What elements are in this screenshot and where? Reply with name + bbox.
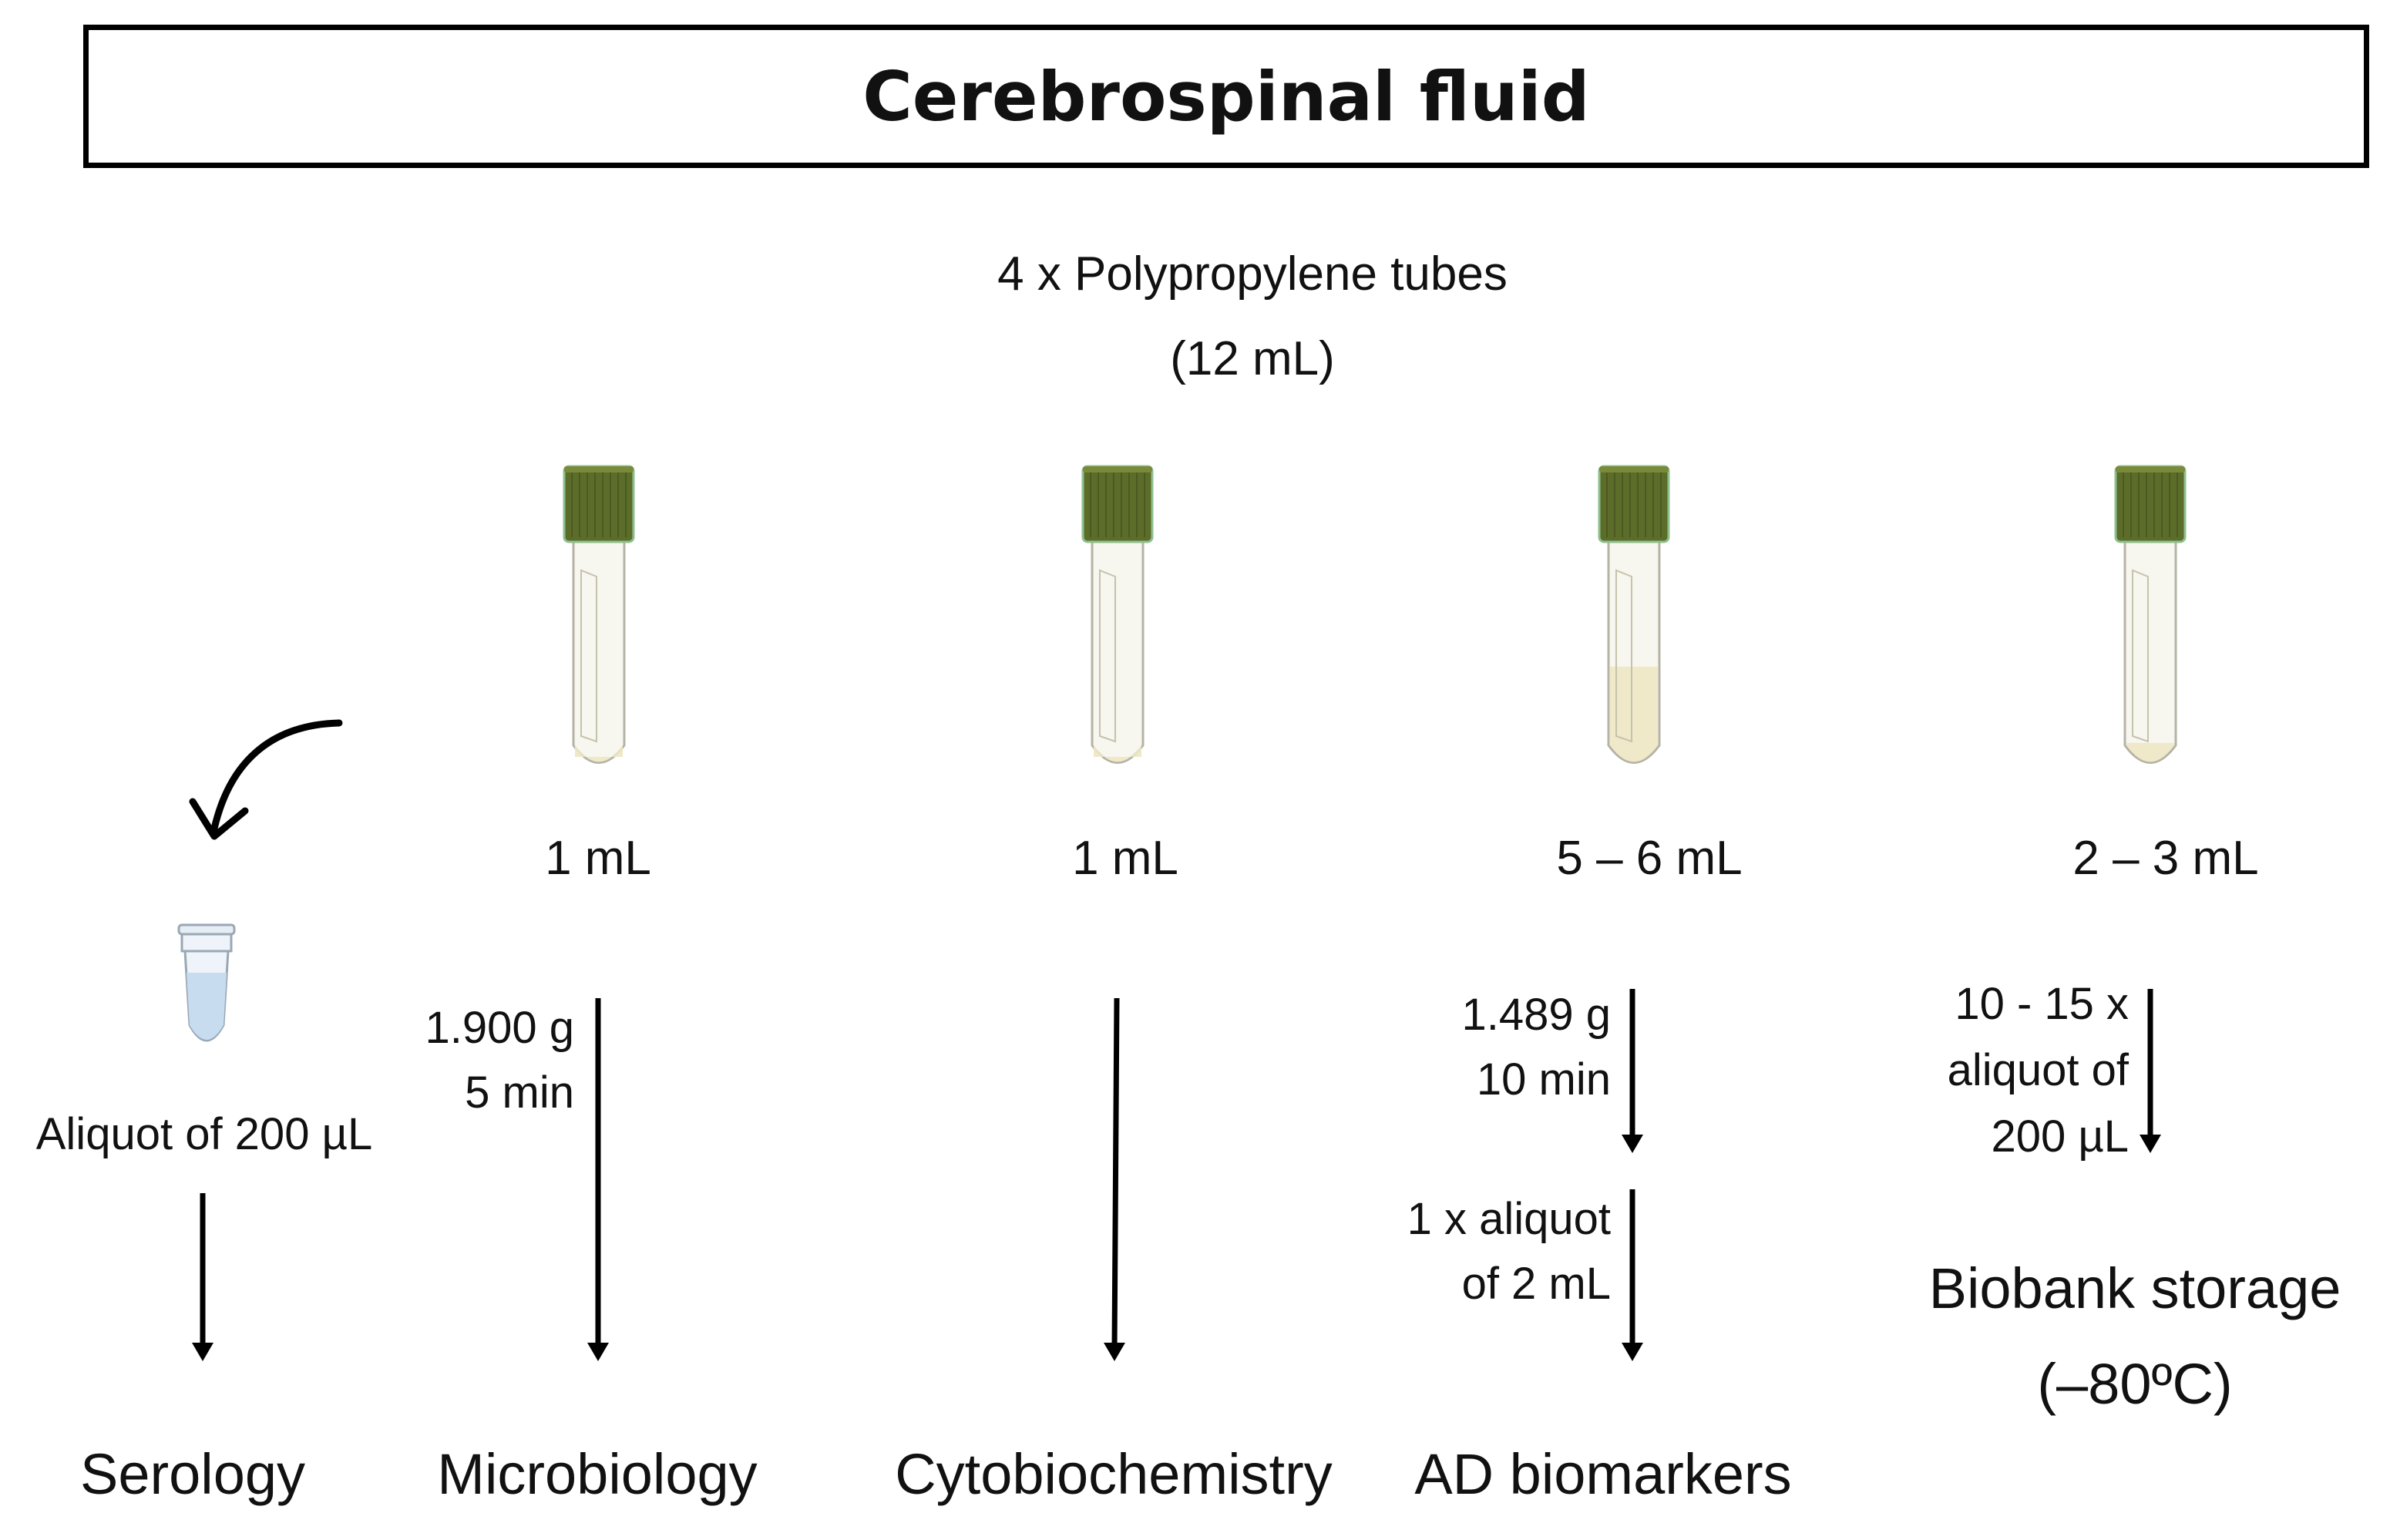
arrow-biobank (2140, 989, 2161, 1153)
tube-liquid (1094, 745, 1141, 762)
tube-liquid (575, 745, 623, 762)
arrow-cytobiochemistry (1104, 997, 1125, 1361)
tube-cap (563, 465, 635, 543)
destination-cytobiochemistry: Cytobiochemistry (895, 1442, 1333, 1506)
volume-2: 1 mL (1072, 832, 1178, 885)
microbiology-time: 5 min (465, 1068, 574, 1118)
destination-ad-biomarkers: AD biomarkers (1414, 1442, 1792, 1506)
biobank-aliquot-line-2: aliquot of (1947, 1045, 2129, 1095)
arrow-microbiology (587, 998, 609, 1361)
tube-label (580, 569, 597, 743)
destination-biobank: Biobank storage (–80ºC) (1881, 1241, 2389, 1432)
microbiology-speed: 1.900 g (425, 1003, 574, 1053)
tube-liquid (2126, 743, 2174, 762)
tube-label (1099, 569, 1116, 743)
curved-arrow-head (189, 798, 249, 840)
tube-cap (1081, 465, 1154, 543)
biobank-aliquot: 10 - 15 x aliquot of 200 µL (1850, 971, 2129, 1170)
serology-aliquot: Aliquot of 200 µL (35, 1109, 373, 1159)
ad-speed: 1.489 g (1461, 990, 1611, 1040)
arrow-serology (192, 1193, 213, 1361)
micro-tube (177, 923, 236, 1042)
microbiology-conditions: 1.900 g 5 min (370, 996, 574, 1125)
title-box: Cerebrospinal fluid (83, 25, 2369, 168)
curved-arrow (210, 719, 343, 832)
tube-4 (2114, 465, 2187, 764)
biobank-temperature: (–80ºC) (2037, 1352, 2233, 1416)
ad-aliquot: 1 x aliquot of 2 mL (1310, 1187, 1611, 1316)
tube-1 (563, 465, 635, 764)
cap-rim (2116, 466, 2185, 472)
volume-4: 2 – 3 mL (2072, 832, 2259, 885)
volume-1: 1 mL (545, 832, 651, 885)
ad-conditions: 1.489 g 10 min (1380, 983, 1611, 1112)
tube-cap (1598, 465, 1670, 543)
tubes-label: 4 x Polypropylene tubes (997, 247, 1508, 301)
ad-time: 10 min (1476, 1054, 1611, 1105)
diagram-title: Cerebrospinal fluid (862, 56, 1590, 136)
cap-rim (564, 466, 634, 472)
volume-3: 5 – 6 mL (1556, 832, 1743, 885)
biobank-storage: Biobank storage (1928, 1256, 2341, 1320)
ad-aliquot-line-1: 1 x aliquot (1407, 1194, 1611, 1244)
tube-2 (1081, 465, 1154, 764)
biobank-aliquot-line-3: 200 µL (1991, 1111, 2129, 1162)
biobank-aliquot-line-1: 10 - 15 x (1955, 979, 2129, 1029)
tube-body (2123, 538, 2177, 764)
tubes-capacity: (12 mL) (1170, 332, 1335, 385)
ad-aliquot-line-2: of 2 mL (1461, 1259, 1611, 1309)
cap-rim (1599, 466, 1669, 472)
tube-3 (1598, 465, 1670, 764)
tube-label (2132, 569, 2149, 743)
arrow-ad-centrifuge (1622, 989, 1643, 1153)
destination-microbiology: Microbiology (437, 1442, 758, 1506)
tube-label (1615, 569, 1632, 743)
tube-liquid (1610, 667, 1658, 762)
arrow-ad-aliquot (1622, 1189, 1643, 1361)
destination-serology: Serology (79, 1442, 306, 1506)
tube-cap (2114, 465, 2187, 543)
cap-rim (1083, 466, 1152, 472)
